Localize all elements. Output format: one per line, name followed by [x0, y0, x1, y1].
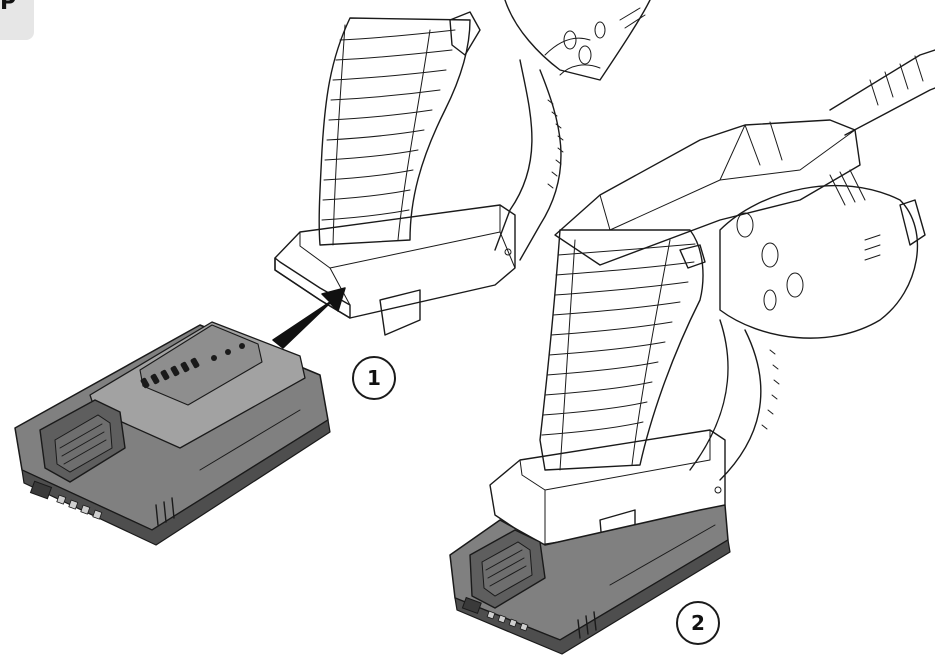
battery-pack-attached — [449, 504, 731, 655]
saw-assembled-illustration — [489, 49, 935, 556]
step-2-number: 2 — [691, 611, 705, 635]
page-corner-label: P — [0, 0, 17, 15]
page-corner-badge: P — [0, 0, 34, 40]
arrow-up-right-icon — [272, 287, 346, 349]
step-1-number: 1 — [367, 366, 381, 390]
step-2-marker: 2 — [676, 601, 720, 645]
step-1-marker: 1 — [352, 356, 396, 400]
saw-upper-illustration — [274, 0, 651, 336]
battery-pack-loose — [14, 321, 331, 546]
